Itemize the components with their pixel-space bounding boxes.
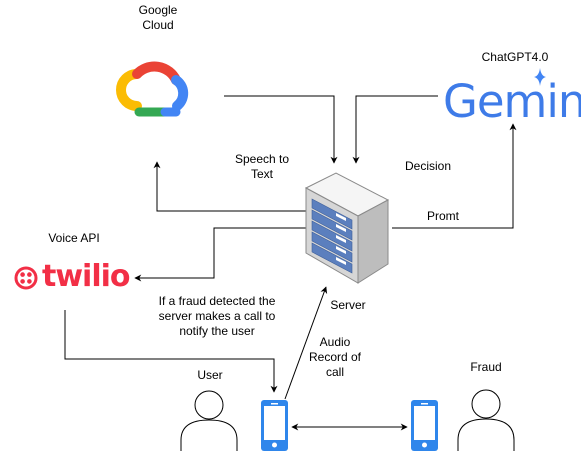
fraud-label: Fraud: [470, 360, 502, 374]
user-label: User: [197, 368, 223, 382]
gemini-sparkle-icon: [534, 68, 546, 86]
person-icon-fraud: [457, 389, 515, 451]
server-rack-icon: [304, 172, 390, 284]
edge-server-to-twilio: [134, 227, 307, 282]
person-icon-user: [180, 390, 238, 451]
google-cloud-label: Google Cloud: [138, 3, 178, 32]
edge-label-audio-record: Audio Record of call: [308, 335, 362, 379]
edge-server-to-cloud: [153, 161, 307, 212]
edge-label-promt: Promt: [426, 209, 459, 223]
phone-icon-fraud: [411, 400, 438, 451]
edge-label-fraud-call: If a fraud detected the server makes a c…: [158, 294, 276, 338]
twilio-icon: [14, 266, 38, 290]
twilio-logo: twilio: [42, 259, 131, 294]
edge-gemini-to-server: [352, 95, 438, 164]
edge-twilio-to-user-phone: [64, 310, 278, 393]
gemini-label: ChatGPT4.0: [481, 50, 549, 64]
edge-user-phone-to-server: [284, 286, 328, 400]
edges: [64, 95, 517, 431]
gemini-logo: Gemini: [443, 75, 581, 128]
server-label: Server: [330, 298, 366, 312]
twilio-label: Voice API: [48, 231, 100, 245]
google-cloud-icon: [116, 61, 189, 117]
edge-cloud-to-server: [224, 95, 338, 164]
edge-label-decision: Decision: [404, 159, 452, 173]
phone-icon-user: [261, 400, 288, 451]
edge-server-to-gemini: [392, 123, 517, 229]
edge-label-speech-to-text: Speech to Text: [234, 152, 290, 181]
